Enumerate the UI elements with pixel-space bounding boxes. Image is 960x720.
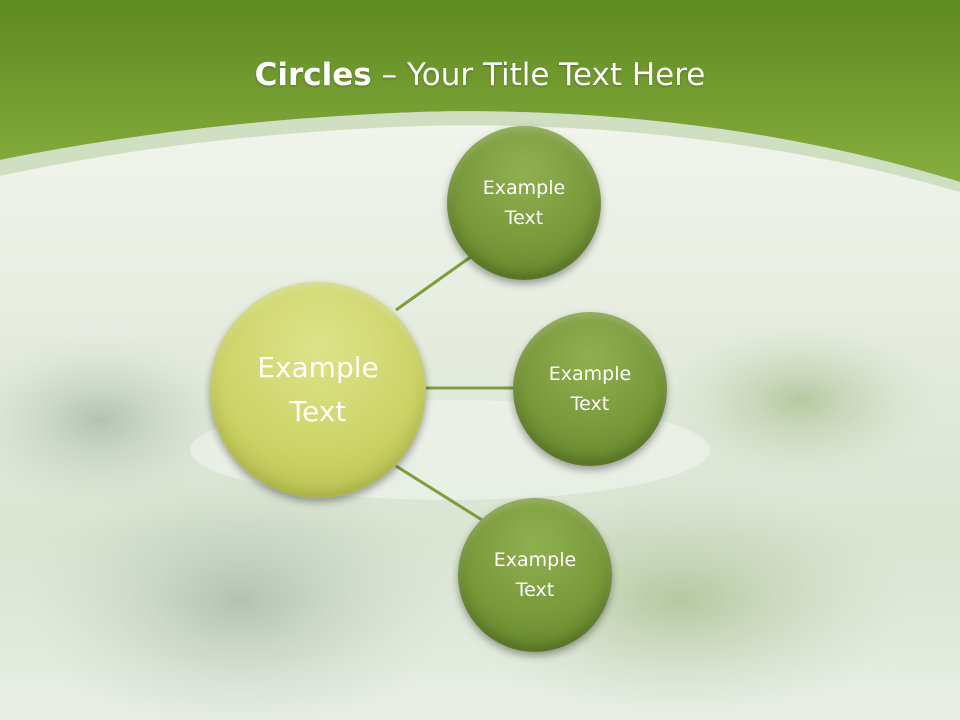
connector-top xyxy=(395,254,473,312)
satellite-top-line2: Text xyxy=(504,207,544,229)
satellite-middle-line2: Text xyxy=(570,393,610,415)
slide-title: Circles – Your Title Text Here xyxy=(0,52,960,98)
satellite-circle-bottom: Example Text xyxy=(458,498,612,652)
satellite-circle-middle: Example Text xyxy=(513,312,667,466)
center-circle-line2: Text xyxy=(289,395,347,428)
title-rest: – Your Title Text Here xyxy=(371,57,706,93)
satellite-bottom-line2: Text xyxy=(515,579,555,601)
center-circle-line1: Example xyxy=(257,351,379,384)
satellite-top-line1: Example xyxy=(482,177,566,199)
connector-bottom xyxy=(395,464,483,522)
title-bold: Circles xyxy=(254,57,372,93)
center-circle: Example Text xyxy=(210,282,426,498)
satellite-circle-top: Example Text xyxy=(447,126,601,280)
satellite-bottom-line1: Example xyxy=(493,549,577,571)
satellite-middle-line1: Example xyxy=(548,363,632,385)
